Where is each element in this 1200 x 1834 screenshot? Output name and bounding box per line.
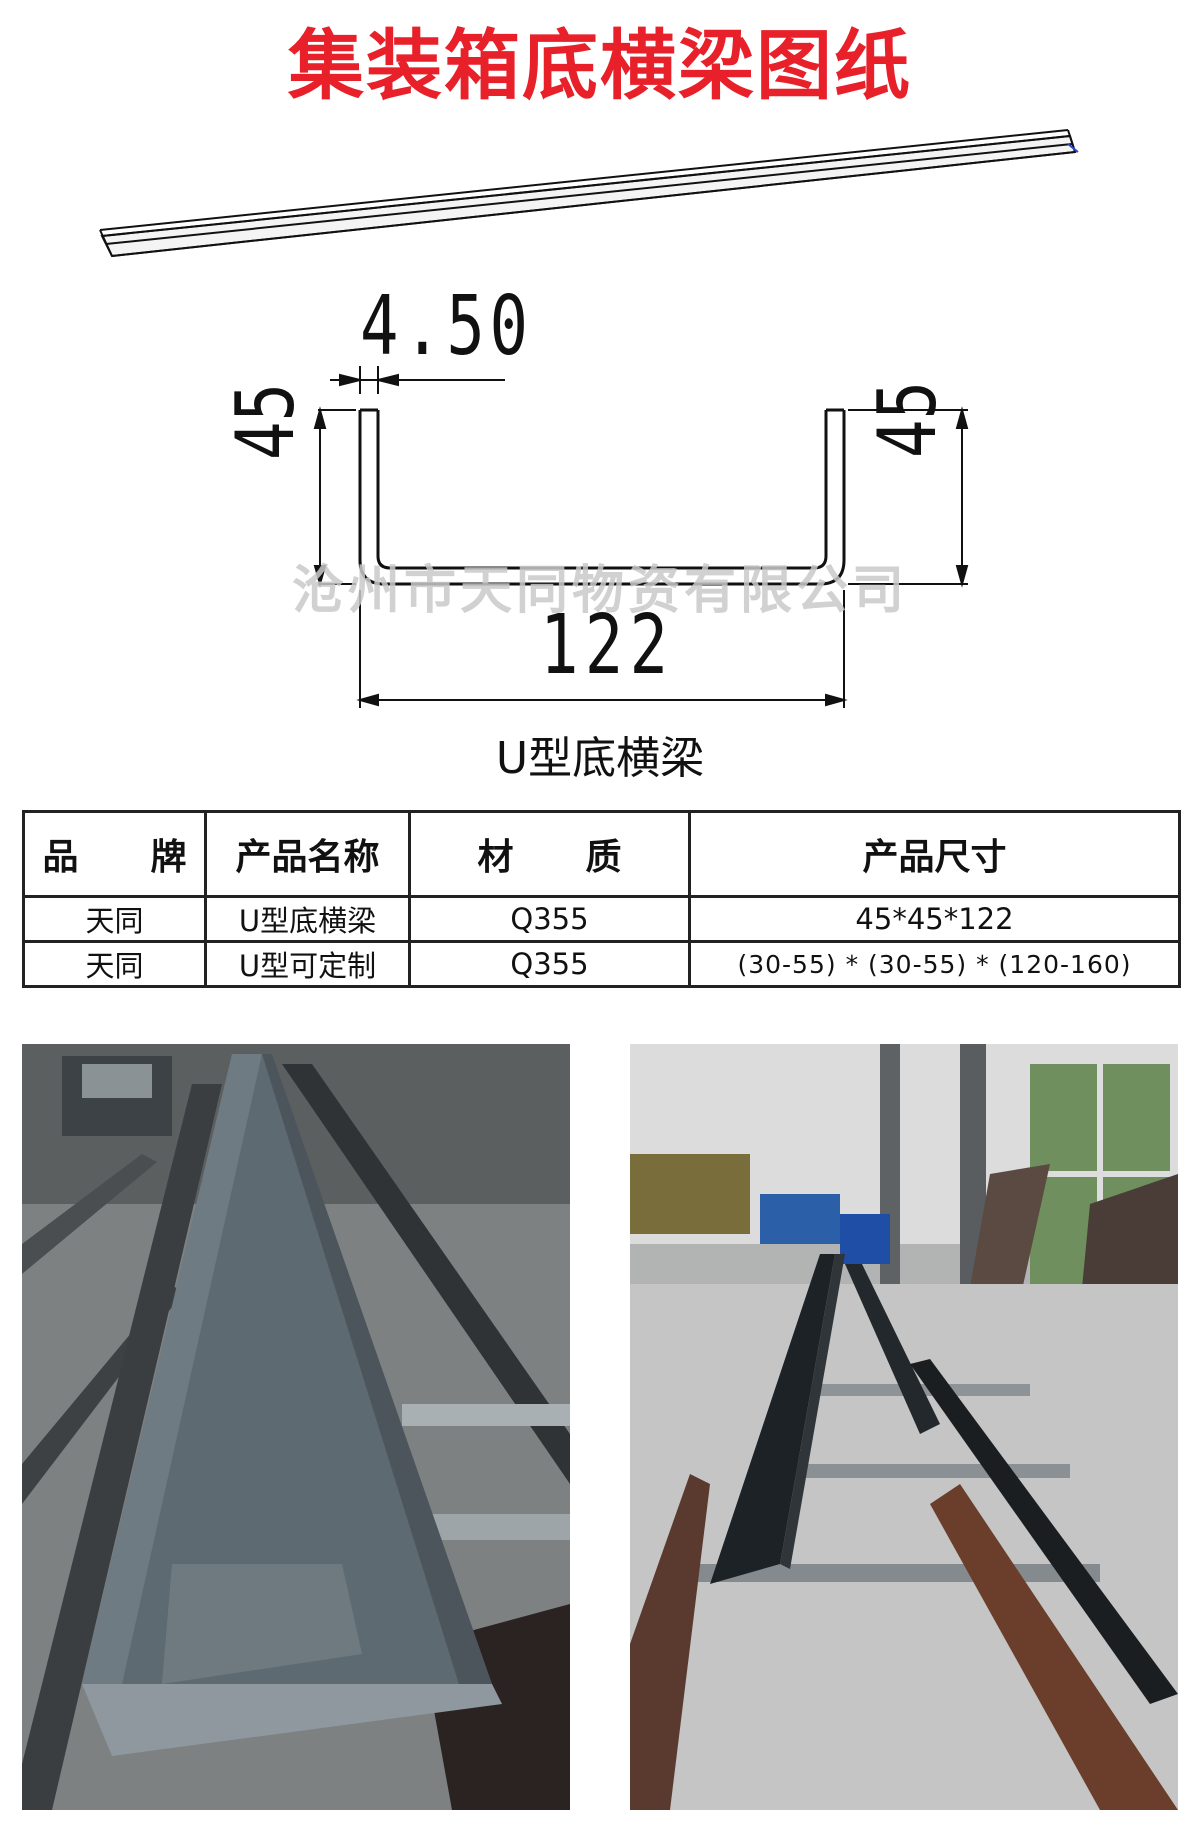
cell-brand: 天同 bbox=[22, 895, 207, 943]
cell-product-name: U型可定制 bbox=[204, 940, 411, 988]
dimension-lines bbox=[313, 366, 969, 708]
beam-closeup-photo bbox=[22, 1044, 570, 1810]
thickness-dimension: 4.50 bbox=[360, 279, 533, 374]
spec-table: 品 牌 产品名称 材 质 产品尺寸 天同 U型底横梁 Q355 45*45*12… bbox=[22, 810, 1181, 988]
header-brand: 品 牌 bbox=[22, 810, 207, 898]
workshop-photo bbox=[630, 1044, 1178, 1810]
u-profile-section bbox=[358, 408, 846, 586]
cell-product-size: (30-55) * (30-55) * (120-160) bbox=[688, 940, 1181, 988]
company-watermark: 沧州市天同物资有限公司 bbox=[292, 560, 909, 621]
isometric-beam-view bbox=[99, 129, 1079, 258]
page-title: 集装箱底横梁图纸 bbox=[288, 21, 912, 110]
cell-material: Q355 bbox=[408, 940, 691, 988]
cell-brand: 天同 bbox=[22, 940, 207, 988]
table-row: 天同 U型底横梁 Q355 45*45*122 bbox=[22, 895, 1181, 943]
cell-material: Q355 bbox=[408, 895, 691, 943]
drawing-caption: U型底横梁 bbox=[495, 733, 705, 784]
cell-product-name: U型底横梁 bbox=[204, 895, 411, 943]
header-material: 材 质 bbox=[408, 810, 691, 898]
header-product-size: 产品尺寸 bbox=[688, 810, 1181, 898]
table-row: 天同 U型可定制 Q355 (30-55) * (30-55) * (120-1… bbox=[22, 940, 1181, 988]
left-height-dimension: 45 bbox=[219, 382, 312, 460]
technical-drawing bbox=[99, 129, 1079, 708]
right-height-dimension: 45 bbox=[861, 380, 954, 458]
table-header-row: 品 牌 产品名称 材 质 产品尺寸 bbox=[22, 810, 1181, 898]
width-dimension: 122 bbox=[540, 598, 675, 693]
header-product-name: 产品名称 bbox=[204, 810, 411, 898]
cell-product-size: 45*45*122 bbox=[688, 895, 1181, 943]
